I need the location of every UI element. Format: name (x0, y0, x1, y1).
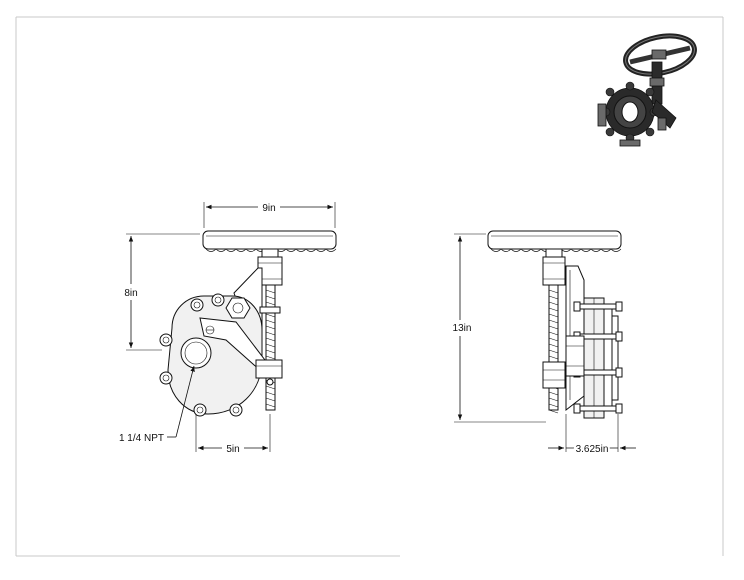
drawing-border (15, 16, 724, 557)
dim-label-13in: 13in (453, 323, 472, 334)
dim-handwheel-width: 9in (203, 202, 336, 228)
dim-side-height: 8in (124, 233, 200, 351)
isometric-view (597, 33, 697, 147)
dim-label-9in: 9in (262, 203, 275, 214)
side-view (487, 230, 623, 419)
side-handwheel (487, 230, 622, 250)
front-handwheel (202, 230, 337, 250)
dim-body-depth: 3.625in (548, 414, 636, 457)
callout-label-npt: 1 1/4 NPT (119, 433, 164, 444)
dim-label-3625in: 3.625in (576, 444, 609, 455)
front-view (159, 230, 337, 417)
dim-port-offset: 5in (195, 414, 271, 455)
dim-label-5in: 5in (226, 444, 239, 455)
front-port (180, 337, 212, 369)
dim-label-8in: 8in (124, 288, 137, 299)
callout-port: 1 1/4 NPT (119, 365, 195, 444)
dim-overall-height: 13in (453, 233, 546, 423)
